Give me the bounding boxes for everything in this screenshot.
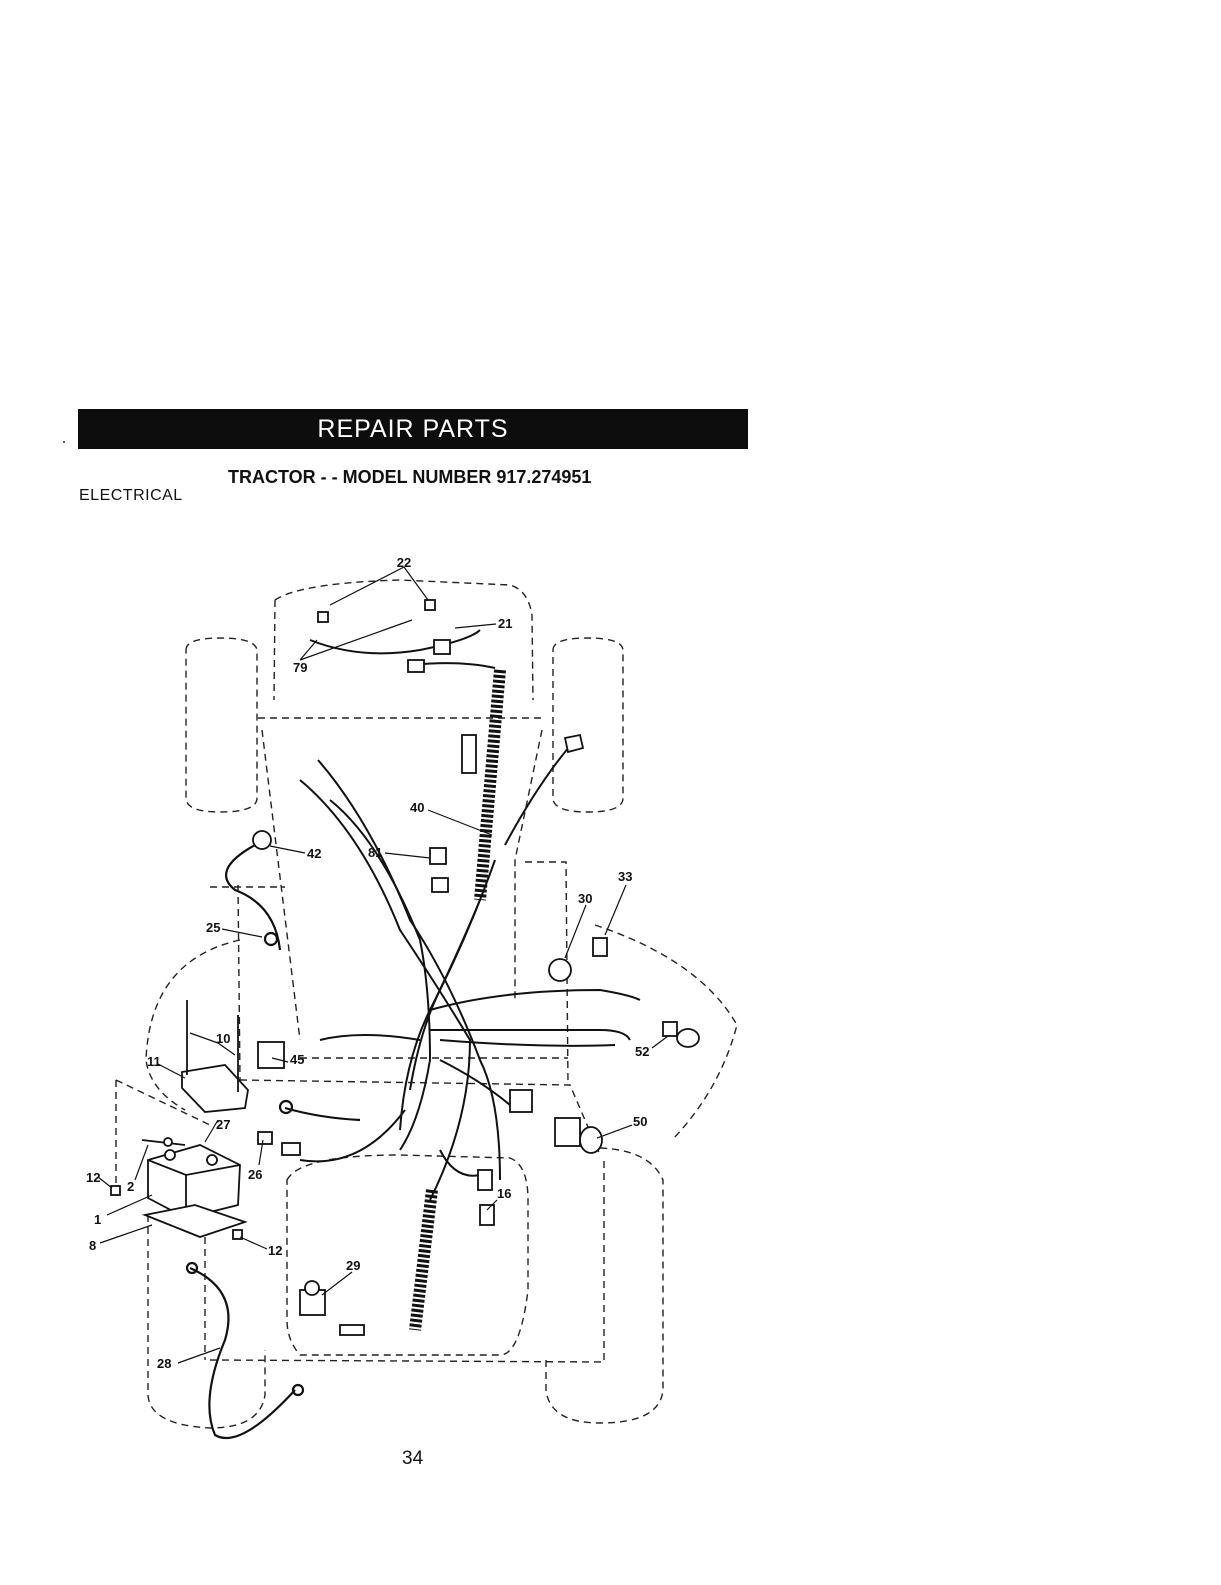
callout-33: 33 [618,869,632,884]
callout-29: 29 [346,1258,360,1273]
callout-16: 16 [497,1186,511,1201]
ring-connector-42 [253,831,271,849]
cable-ground-lug [285,1108,360,1120]
leader-29 [322,1272,352,1295]
plug-6pin [510,1090,532,1112]
lamp-52 [663,1022,677,1036]
headlight-l [318,612,328,622]
leader-40 [428,810,492,835]
harness-bundle-5 [400,900,480,1130]
leader-33 [605,885,626,935]
harness-bundle-2 [318,760,500,1180]
rear-left-wheel [148,1215,265,1428]
callout-21: 21 [498,616,512,631]
switch-50 [555,1118,580,1146]
tractor-outline [116,580,737,1428]
relay-81-connector [432,878,448,892]
callout-27: 27 [216,1117,230,1132]
frame-right [515,730,542,1000]
leader-21 [455,624,496,628]
callout-30: 30 [578,891,592,906]
headlight-r [425,600,435,610]
rear-deck [210,1160,604,1362]
lamp-52-bulb [677,1029,699,1047]
harness-right-branch [505,740,575,845]
callout-42: 42 [307,846,321,861]
coil-front [480,670,500,900]
leader-11 [158,1064,185,1078]
harness-ignition-branch [430,990,640,1010]
callout-50: 50 [633,1114,647,1129]
callout-12a: 12 [86,1170,100,1185]
leader-81 [385,853,430,858]
relay-81 [430,848,446,864]
front-right-wheel [553,638,623,812]
callout-11: 11 [147,1054,161,1069]
harness-dash-branch [430,1030,630,1040]
leader-25 [222,929,262,937]
callout-28: 28 [157,1356,171,1371]
callout-45: 45 [290,1052,304,1067]
callout-1: 1 [94,1212,101,1227]
headlight-connector [408,660,424,672]
wiring-harness [300,630,640,1200]
cable-42 [226,845,280,950]
harness-left-branch [320,1035,420,1040]
leader-1 [107,1195,152,1215]
ground-lug [280,1101,292,1113]
callout-2: 2 [127,1179,134,1194]
frame-left [262,730,300,1040]
harness-headlight [310,630,480,653]
leader-42 [270,846,305,853]
callout-8: 8 [89,1238,96,1253]
solenoid-45 [258,1042,284,1068]
plug-26 [258,1132,272,1144]
switch-33 [593,938,607,956]
leader-2 [135,1145,148,1180]
callout-26: 26 [248,1167,262,1182]
nut-12a [111,1186,120,1195]
battery-tray-8 [145,1205,245,1237]
coil-rear [415,1190,432,1330]
front-left-wheel [186,638,257,812]
callout-25: 25 [206,920,220,935]
ignition-switch-30 [549,959,571,981]
harness-front-branch [300,1110,405,1161]
leader-52 [652,1036,668,1048]
right-side-connector [565,735,583,752]
connector-16a [478,1170,492,1190]
connector-16b [480,1205,494,1225]
leader-30 [565,905,586,958]
headlight-plug-21 [434,640,450,654]
callout-52: 52 [635,1044,649,1059]
switch-50-cap [580,1127,602,1153]
callout-40: 40 [410,800,424,815]
harness-light-branch [440,1040,615,1046]
callout-79: 79 [293,660,307,675]
callout-22: 22 [397,555,411,570]
cable-25-terminal [265,933,277,945]
callout-10: 10 [216,1031,230,1046]
components [111,600,699,1335]
switch-rear-bracket [462,735,476,773]
switch-29-plunger [305,1281,319,1295]
callout-12b: 12 [268,1243,282,1258]
leader-28 [178,1348,220,1363]
page-number: 34 [402,1448,423,1470]
leader-lines [98,567,668,1363]
leader-22 [330,567,428,605]
leader-50 [597,1125,632,1138]
leader-79 [300,620,412,660]
hood-left-side [274,600,275,700]
leader-8 [100,1225,152,1243]
plug-26b [282,1143,300,1155]
leader-12b [240,1237,267,1249]
callout-81: 81 [368,845,382,860]
harness-bundle-1 [300,780,470,1200]
connector-29 [340,1325,364,1335]
nut-2 [164,1138,172,1146]
